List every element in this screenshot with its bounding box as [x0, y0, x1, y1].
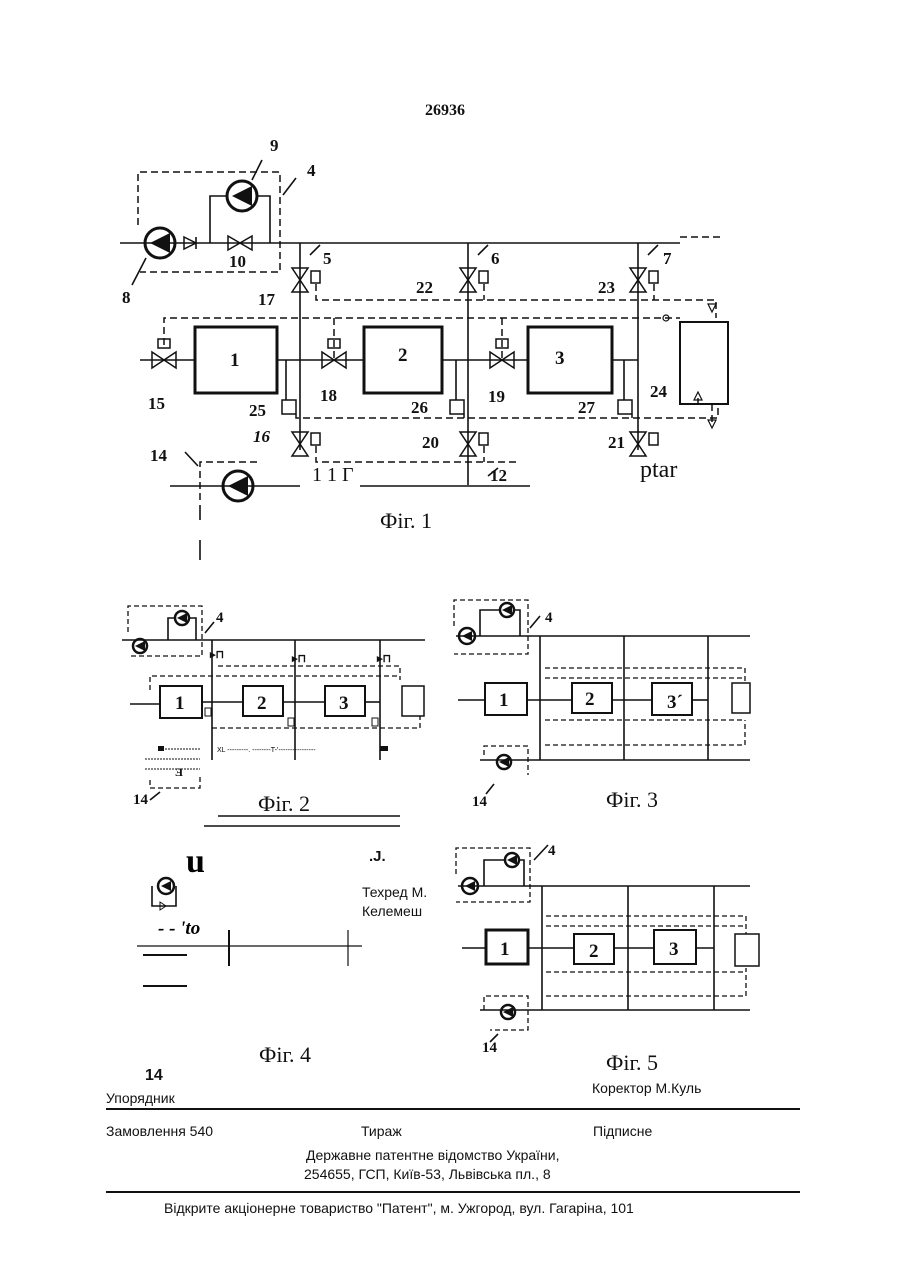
fig1-label: 23: [598, 278, 615, 297]
fig3-caption: Фіг. 3: [606, 787, 658, 812]
fig1-label: 5: [323, 249, 332, 268]
fig3-box-label: 1: [499, 690, 509, 711]
fig3-box-label: 3´: [667, 692, 683, 713]
fig3-box-label: 2: [585, 689, 595, 710]
fig5-box-label: 3: [669, 939, 679, 960]
svg-text:Ǝ: Ǝ: [175, 765, 183, 779]
figure-4-diagram: u - - 'to Фіг. 4: [137, 843, 362, 1067]
compiler-label: Упорядник: [106, 1090, 175, 1106]
svg-text:▸⊓: ▸⊓: [209, 649, 224, 661]
fig1-label: 22: [416, 278, 433, 297]
figure-2-diagram: ▸⊓ ▸⊓ ▸⊓ Ǝ 4 14 1 2 3 XL ---------. ----…: [122, 606, 425, 826]
printer-line: Відкрите акціонерне товариство "Патент",…: [164, 1200, 634, 1216]
fig1-label: 6: [491, 249, 500, 268]
compiler-number: 14: [145, 1067, 163, 1085]
fig1-label: 27: [578, 398, 596, 417]
fig2-caption: Фіг. 2: [258, 791, 310, 816]
fig1-box-label: 2: [398, 345, 408, 366]
fig3-label: 4: [545, 610, 553, 626]
fig1-label: 19: [488, 387, 505, 406]
fig2-box-label: 2: [257, 693, 267, 714]
fig2-label: 14: [133, 792, 149, 808]
fig1-label: 21: [608, 433, 625, 452]
fig4-to-text: - - 'to: [158, 918, 200, 939]
fig1-box-label: 3: [555, 348, 565, 369]
fig1-label: 26: [411, 398, 428, 417]
proofreader: Коректор М.Куль: [592, 1080, 701, 1096]
fig5-caption: Фіг. 5: [606, 1050, 658, 1075]
fig1-label: 14: [150, 446, 168, 465]
fig1-box-3: [528, 327, 612, 393]
fig1-box-24: [680, 322, 728, 404]
fig1-label: 12: [490, 466, 507, 485]
fig4-big-u: u: [186, 843, 205, 880]
fig2-box-label: 1: [175, 693, 185, 714]
tekhred-line-1: Техред М.: [362, 884, 427, 900]
fig1-label: 15: [148, 394, 165, 413]
fig2-label: 4: [216, 610, 224, 626]
fig1-label: 16: [253, 427, 271, 446]
fig1-label: 10: [229, 252, 246, 271]
fig2-dash-text: XL ---------. --------T-'---------------…: [217, 747, 316, 754]
fig1-label: 25: [249, 401, 266, 420]
agency-line-2: 254655, ГСП, Київ-53, Львівська пл., 8: [304, 1166, 551, 1182]
fig2-box-label: 3: [339, 693, 349, 714]
order-number: Замовлення 540: [106, 1123, 213, 1139]
fig3-label: 14: [472, 794, 488, 810]
j-mark: .J.: [369, 848, 386, 865]
svg-text:▸⊓: ▸⊓: [291, 653, 306, 665]
figure-3-diagram: 4 14 1 2 3´ Фіг. 3: [454, 600, 750, 812]
fig1-label: 1 1 Г: [312, 464, 354, 486]
fig1-box-label: 1: [230, 350, 240, 371]
fig1-label: 18: [320, 386, 337, 405]
fig1-label: 20: [422, 433, 439, 452]
agency-line-1: Державне патентне відомство України,: [306, 1147, 560, 1163]
svg-text:▸⊓: ▸⊓: [376, 653, 391, 665]
fig1-label: 24: [650, 382, 668, 401]
fig5-box-label: 2: [589, 941, 599, 962]
fig1-label: 4: [307, 161, 316, 180]
fig1-label: ptar: [640, 457, 677, 483]
subscription: Підписне: [593, 1123, 652, 1139]
fig5-label: 14: [482, 1040, 498, 1056]
fig4-caption: Фіг. 4: [259, 1042, 311, 1067]
fig1-label: 17: [258, 290, 276, 309]
fig5-label: 4: [548, 843, 556, 859]
fig1-label: 9: [270, 136, 279, 155]
figure-5-diagram: 4 14 1 2 3 Фіг. 5: [456, 843, 759, 1075]
fig1-caption: Фіг. 1: [380, 508, 432, 533]
circulation: Тираж: [361, 1123, 402, 1139]
fig1-label: 8: [122, 288, 131, 307]
tekhred-line-2: Келемеш: [362, 903, 422, 919]
fig5-box-label: 1: [500, 939, 510, 960]
fig1-label: 7: [663, 249, 672, 268]
